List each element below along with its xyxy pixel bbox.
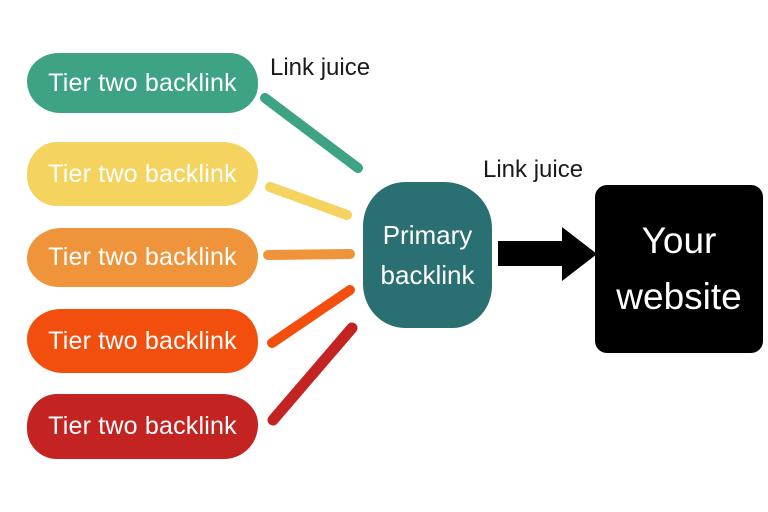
your-website-label-line-2: website	[616, 276, 742, 317]
link-juice-label-1: Link juice	[270, 54, 371, 81]
flow-arrow	[498, 227, 597, 281]
connector-line-tier-3	[263, 249, 355, 260]
primary-backlink-box: Primary backlink	[363, 182, 492, 328]
tier-two-backlink-label-4: Tier two backlink	[48, 326, 237, 355]
tier-two-backlink-pill-1: Tier two backlink	[27, 53, 258, 113]
your-website-box: Your website	[595, 185, 763, 353]
tier-two-backlink-pill-5: Tier two backlink	[27, 394, 258, 459]
tier-two-backlink-label-1: Tier two backlink	[48, 68, 237, 97]
link-juice-label-2: Link juice	[483, 156, 584, 183]
connector-line-tier-5	[267, 322, 358, 426]
primary-backlink-label-line-2: backlink	[380, 260, 475, 290]
tier-two-backlink-label-3: Tier two backlink	[48, 243, 237, 271]
tier-two-backlink-label-5: Tier two backlink	[48, 412, 237, 440]
tier-two-backlink-pill-3: Tier two backlink	[27, 228, 258, 287]
tier-two-backlink-label-2: Tier two backlink	[48, 159, 237, 188]
connector-line-tier-1	[260, 93, 363, 173]
your-website-label-line-1: Your	[641, 220, 717, 261]
tier-two-backlink-pill-2: Tier two backlink	[27, 142, 258, 206]
tier-two-backlink-pill-4: Tier two backlink	[27, 309, 258, 373]
primary-backlink-label-line-1: Primary	[382, 220, 473, 250]
connector-line-tier-4	[267, 285, 355, 348]
connector-line-tier-2	[265, 182, 352, 220]
